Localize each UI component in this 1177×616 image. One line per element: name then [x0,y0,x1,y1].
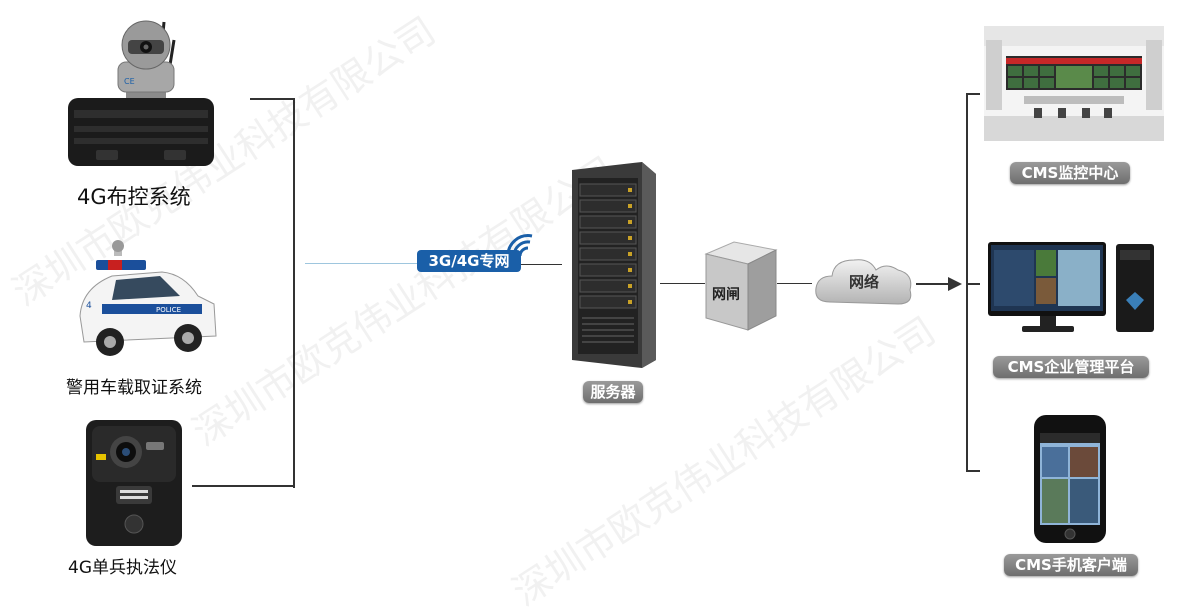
police-car-label: 警用车载取证系统 [66,378,202,398]
car-number: 4 [86,301,92,311]
monitoring-center-image [984,26,1164,141]
bracket-left-top [250,98,294,100]
enterprise-platform-label: CMS企业管理平台 [993,356,1149,378]
bracket-right-bottom [966,470,980,472]
wireless-network-badge: 3G/4G专网 [417,250,521,272]
link-to-wireless [305,263,417,264]
svg-text:CE: CE [124,77,135,86]
arrow-right-icon [948,277,962,291]
cloud-label: 网络 [848,273,879,291]
server-rack-icon [572,162,656,368]
monitoring-center-label: CMS监控中心 [1010,162,1130,184]
mobile-client-label: CMS手机客户端 [1004,554,1138,576]
mobile-phone-image [1034,415,1106,543]
police-decal: POLICE [156,306,181,314]
body-camera-icon [86,420,182,546]
bracket-left-vertical [293,98,295,488]
link-gateway-cloud [777,283,812,284]
link-server-gateway [660,283,705,284]
gateway-label: 网闸 [712,287,740,303]
gateway-box-icon [704,241,778,331]
bracket-right-middle [966,283,980,285]
watermark-2: 深圳市欧克伟业科技有限公司 [184,148,624,455]
link-wireless-server [520,264,562,265]
bracket-left-bottom [192,485,294,487]
surveillance-kit-label: 4G布控系统 [77,185,191,209]
bracket-right-vertical [966,93,968,471]
police-car-icon: POLICE 4 [79,240,217,356]
link-cloud-arrow [916,283,952,285]
bracket-right-top [966,93,980,95]
server-label: 服务器 [583,381,643,403]
surveillance-kit-icon: CE [68,20,214,166]
enterprise-platform-image [988,242,1154,332]
body-camera-label: 4G单兵执法仪 [68,558,177,578]
cloud-icon [815,259,912,305]
